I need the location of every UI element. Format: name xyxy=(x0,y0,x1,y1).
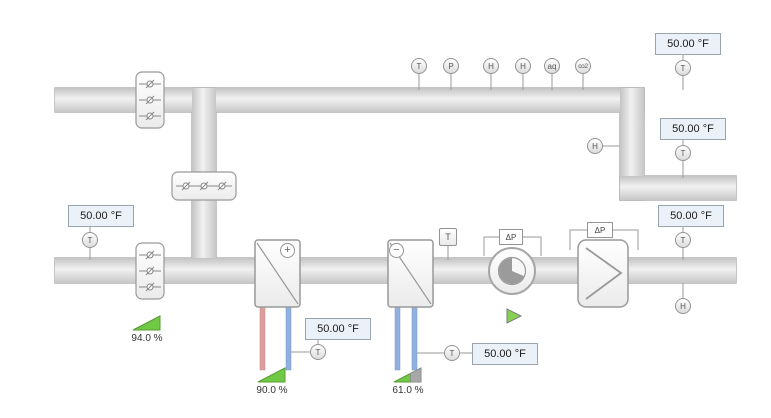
hot-water-pipe-supply xyxy=(259,305,266,371)
temp-sensor-icon-cooling-out[interactable]: T xyxy=(444,345,460,361)
fan-dp-sensor[interactable]: ΔP xyxy=(499,229,523,245)
readout-exhaust-air-temp[interactable]: 50.00 °F xyxy=(660,118,726,140)
chilled-water-pipe-return xyxy=(411,305,418,371)
chilled-water-pipe-supply xyxy=(394,305,401,371)
temp-sensor-icon-exhaust[interactable]: T xyxy=(675,145,691,161)
air-filter[interactable] xyxy=(577,239,629,308)
cooling-valve-position-label: 61.0 % xyxy=(392,385,424,396)
sensor-connector-lines xyxy=(89,55,684,354)
heating-coil[interactable] xyxy=(254,239,301,371)
humidity-sensor-icon-recirc[interactable]: H xyxy=(587,138,603,154)
filter-chevron-icon xyxy=(585,247,623,300)
pressure-sensor-icon[interactable]: P xyxy=(443,58,459,74)
temp-sensor-icon-return[interactable]: T xyxy=(411,58,427,74)
fan-running-indicator[interactable] xyxy=(506,308,523,324)
readout-heating-out-temp[interactable]: 50.00 °F xyxy=(305,318,371,340)
duct-temp-sensor-icon[interactable]: T xyxy=(439,228,457,246)
outside-air-damper[interactable] xyxy=(135,242,165,300)
readout-cooling-out-temp[interactable]: 50.00 °F xyxy=(472,343,538,365)
valve-position-remainder xyxy=(410,367,422,383)
heating-plus-icon: + xyxy=(280,243,295,258)
cooling-coil[interactable] xyxy=(387,239,434,371)
temp-sensor-icon-outside[interactable]: T xyxy=(82,232,98,248)
outside-damper-position-indicator[interactable] xyxy=(132,315,161,331)
dp-bracket-lines xyxy=(483,229,639,256)
fan-impeller-icon xyxy=(499,258,524,285)
humidity-sensor-icon-2[interactable]: H xyxy=(515,58,531,74)
temp-sensor-icon-supply[interactable]: T xyxy=(675,232,691,248)
co2-sensor-icon[interactable]: co2 xyxy=(575,58,591,74)
heating-valve-position-indicator[interactable] xyxy=(257,367,286,383)
readout-supply-air-temp[interactable]: 50.00 °F xyxy=(658,205,724,227)
outside-damper-position-label: 94.0 % xyxy=(131,333,163,344)
recirculation-damper[interactable] xyxy=(171,171,237,201)
air-quality-sensor-icon[interactable]: aq xyxy=(544,58,560,74)
readout-return-air-temp[interactable]: 50.00 °F xyxy=(655,33,721,55)
temp-sensor-icon-heating-out[interactable]: T xyxy=(310,344,326,360)
hot-water-pipe-return xyxy=(285,305,292,371)
heating-valve-position-label: 90.0 % xyxy=(256,385,288,396)
filter-dp-sensor[interactable]: ΔP xyxy=(587,222,613,238)
temp-sensor-icon-top-right[interactable]: T xyxy=(675,60,691,76)
readout-outside-air-temp[interactable]: 50.00 °F xyxy=(68,205,134,227)
humidity-sensor-icon-supply[interactable]: H xyxy=(675,298,691,314)
cooling-minus-icon: − xyxy=(389,243,404,258)
supply-fan[interactable] xyxy=(488,247,536,295)
cooling-valve-position-indicator[interactable] xyxy=(393,367,422,383)
exhaust-air-damper[interactable] xyxy=(135,71,165,129)
humidity-sensor-icon-1[interactable]: H xyxy=(483,58,499,74)
